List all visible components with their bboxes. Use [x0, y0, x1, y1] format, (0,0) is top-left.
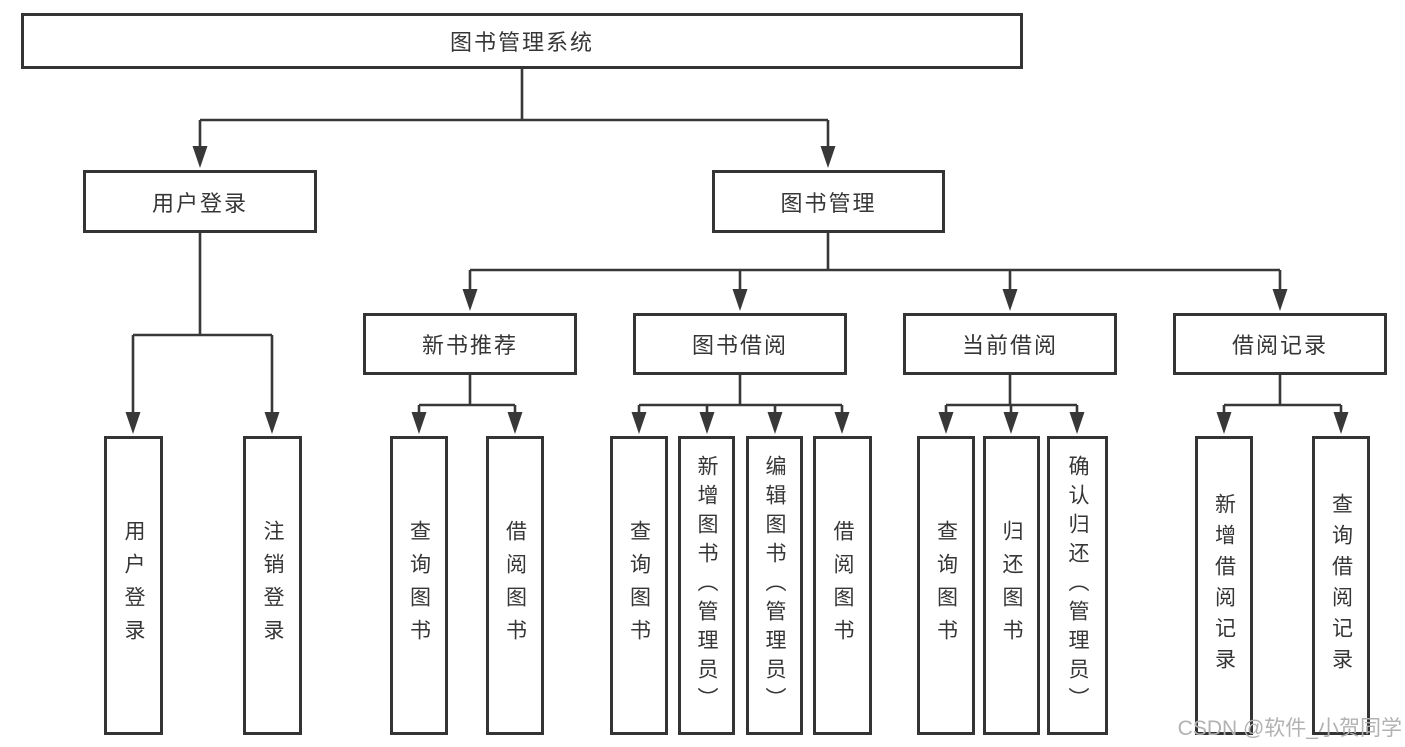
arrow-down-icon	[820, 146, 836, 168]
node-label: 图书管理	[780, 190, 877, 216]
arrow-down-icon	[507, 412, 523, 434]
leaf-search-books-recommend: 查询图书	[390, 436, 448, 735]
arrow-down-icon	[411, 412, 427, 434]
node-label: 归还图书	[1000, 519, 1023, 652]
arrow-down-icon	[1002, 289, 1018, 311]
arrow-down-icon	[1333, 412, 1349, 434]
arrow-down-icon	[1003, 412, 1019, 434]
arrow-down-icon	[1216, 412, 1232, 434]
node-label: 查询借阅记录	[1329, 492, 1353, 679]
node-label: 确认归还（管理员）	[1066, 455, 1089, 716]
node-label: 新书推荐	[421, 333, 518, 358]
leaf-confirm-return-admin: 确认归还（管理员）	[1047, 436, 1108, 735]
arrow-down-icon	[1272, 289, 1288, 311]
arrow-down-icon	[834, 412, 850, 434]
arrow-down-icon	[1069, 412, 1085, 434]
node-new-book-recommend: 新书推荐	[363, 313, 577, 375]
node-label: 查询图书	[407, 519, 431, 652]
arrow-down-icon	[192, 146, 208, 168]
arrow-down-icon	[732, 289, 748, 311]
leaf-search-books-current: 查询图书	[917, 436, 975, 735]
leaf-return-book: 归还图书	[983, 436, 1040, 735]
node-label: 图书借阅	[691, 333, 788, 358]
node-label: 借阅记录	[1231, 333, 1328, 358]
node-label: 新增图书（管理员）	[695, 455, 718, 716]
leaf-add-borrow-record: 新增借阅记录	[1195, 436, 1253, 735]
node-label: 用户登录	[151, 190, 248, 216]
node-label: 编辑图书（管理员）	[763, 455, 786, 716]
node-label: 当前借阅	[961, 333, 1058, 358]
node-label: 图书管理系统	[449, 30, 594, 55]
node-label: 新增借阅记录	[1212, 492, 1236, 679]
leaf-logout: 注销登录	[243, 436, 302, 735]
node-label: 注销登录	[261, 519, 284, 652]
node-label: 用户登录	[122, 519, 145, 652]
node-book-borrowing: 图书借阅	[633, 313, 847, 375]
arrow-down-icon	[264, 412, 280, 434]
node-label: 借阅图书	[831, 519, 854, 652]
leaf-borrow-books-recommend: 借阅图书	[486, 436, 544, 735]
connector-strokes	[131, 69, 1343, 416]
arrow-down-icon	[767, 412, 783, 434]
arrow-down-icon	[462, 289, 478, 311]
leaf-borrow-book: 借阅图书	[813, 436, 872, 735]
node-borrowing-records: 借阅记录	[1173, 313, 1387, 375]
node-user-login-module: 用户登录	[83, 170, 317, 233]
leaf-search-books-borrowing: 查询图书	[610, 436, 668, 735]
node-book-management-module: 图书管理	[712, 170, 945, 233]
node-library-management-system: 图书管理系统	[21, 13, 1023, 69]
leaf-add-book-admin: 新增图书（管理员）	[678, 436, 735, 735]
leaf-user-login: 用户登录	[104, 436, 163, 735]
node-label: 查询图书	[627, 519, 651, 652]
arrow-down-icon	[631, 412, 647, 434]
arrow-down-icon	[938, 412, 954, 434]
node-label: 借阅图书	[503, 519, 527, 652]
csdn-watermark: CSDN @软件_小贺同学	[1177, 717, 1402, 740]
arrowheads	[125, 146, 1349, 434]
leaf-edit-book-admin: 编辑图书（管理员）	[746, 436, 803, 735]
leaf-search-borrow-record: 查询借阅记录	[1312, 436, 1370, 735]
arrow-down-icon	[699, 412, 715, 434]
node-label: 查询图书	[934, 519, 958, 652]
node-current-borrowing: 当前借阅	[903, 313, 1117, 375]
arrow-down-icon	[125, 412, 141, 434]
